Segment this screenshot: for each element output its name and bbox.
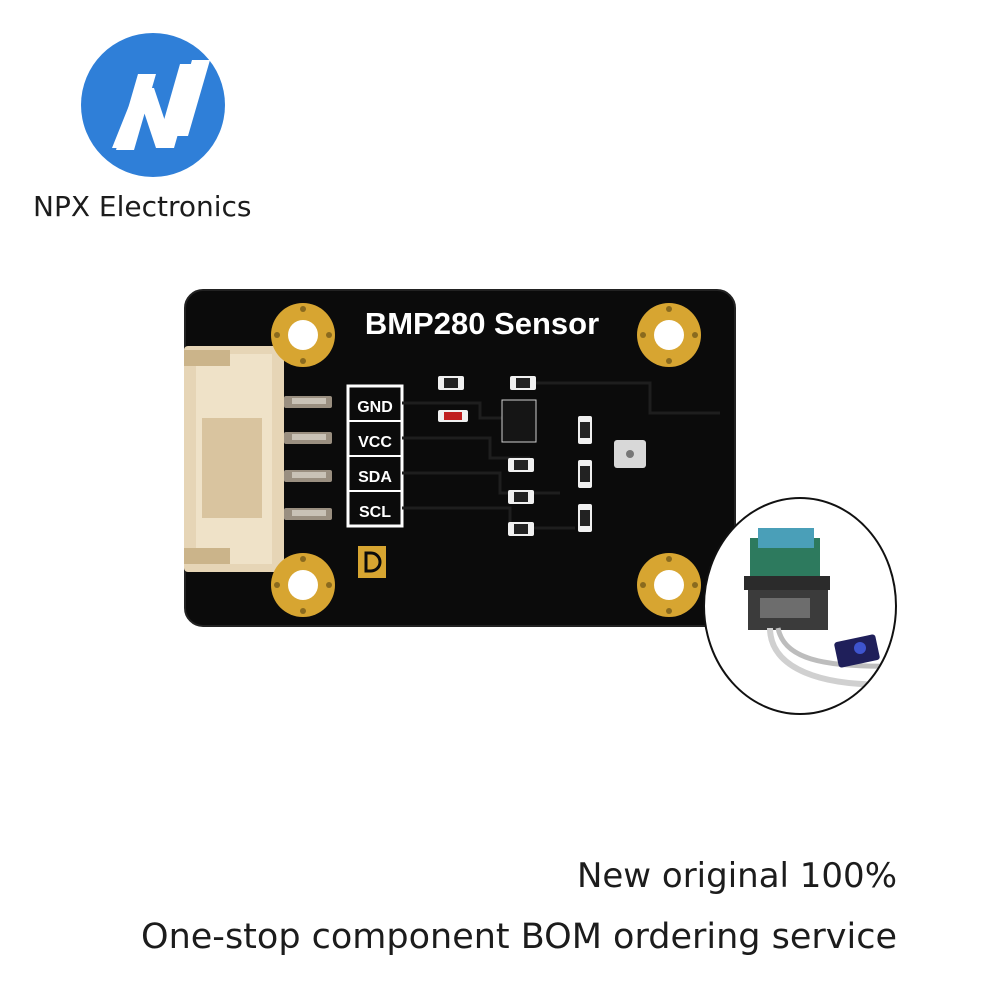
pin-label-gnd: GND: [357, 399, 393, 416]
brand-name: NPX Electronics: [33, 190, 252, 223]
bmp280-board-image: BMP280 Sensor GND VCC SDA SCL: [184, 289, 736, 627]
pin-label-vcc: VCC: [358, 434, 392, 451]
usage-photo-icon: [703, 497, 897, 715]
smd-components: [438, 376, 646, 536]
tagline-bom-service: One-stop component BOM ordering service: [141, 917, 897, 957]
mount-holes: [271, 303, 701, 617]
board-title: BMP280 Sensor: [365, 306, 599, 341]
tagline-original: New original 100%: [576, 856, 897, 896]
npx-logo-icon: [81, 33, 225, 177]
jst-connector: [184, 346, 332, 572]
pin-label-sda: SDA: [358, 469, 392, 486]
pin-label-scl: SCL: [359, 504, 391, 521]
